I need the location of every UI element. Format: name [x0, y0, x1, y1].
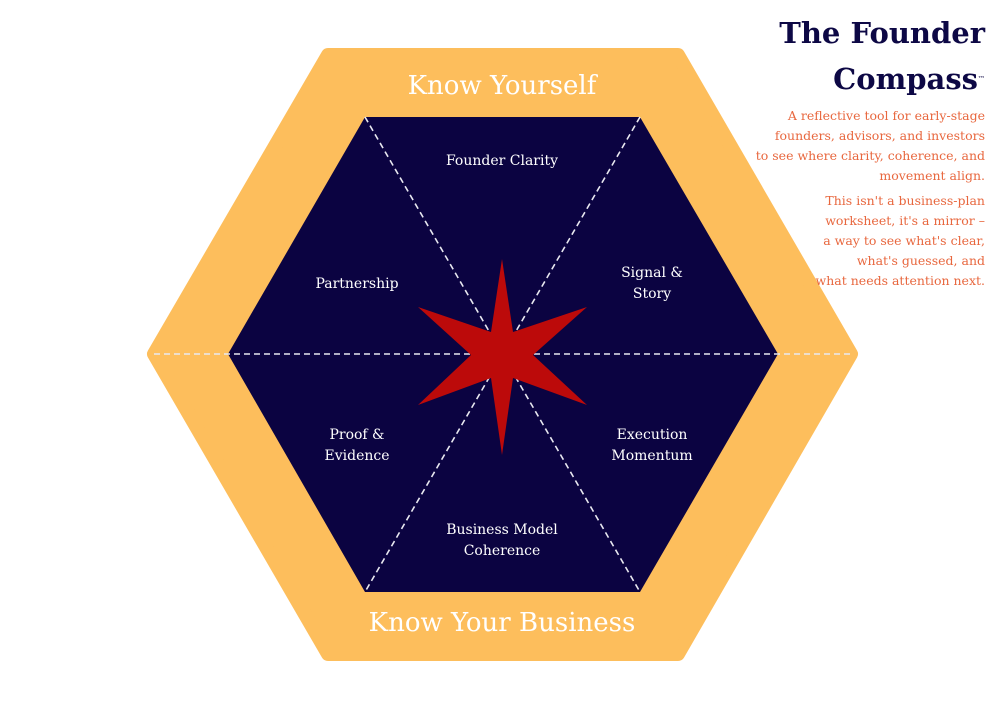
segment-business-model-line2: Coherence	[464, 543, 541, 559]
segment-founder-clarity: Founder Clarity	[446, 153, 558, 169]
page-title: The Founder Compass™	[779, 10, 985, 102]
desc-line: This isn't a business-plan	[825, 193, 985, 208]
segment-execution-momentum: Execution	[617, 427, 688, 443]
segment-signal-story-line2: Story	[633, 286, 671, 302]
desc-line: movement align.	[879, 168, 985, 183]
desc-line: a way to see what's clear,	[823, 233, 985, 248]
compass-star-icon	[418, 259, 587, 455]
know-your-business-label: Know Your Business	[369, 608, 636, 638]
know-yourself-label: Know Yourself	[408, 71, 599, 101]
desc-line: worksheet, it's a mirror –	[825, 213, 985, 228]
description-intro: A reflective tool for early-stage founde…	[756, 106, 985, 186]
desc-line: to see where clarity, coherence, and	[755, 148, 985, 163]
desc-line: what needs attention next.	[815, 273, 985, 288]
desc-line: founders, advisors, and investors	[774, 128, 985, 143]
segment-proof-evidence-line2: Evidence	[325, 448, 390, 464]
segment-execution-momentum-line2: Momentum	[611, 448, 692, 464]
segment-partnership: Partnership	[315, 276, 398, 292]
title-line2: Compass	[833, 62, 978, 96]
trademark: ™	[978, 75, 985, 83]
segment-business-model: Business Model	[446, 522, 558, 538]
title-line1: The Founder	[779, 16, 985, 50]
desc-line: what's guessed, and	[856, 253, 985, 268]
description-mirror: This isn't a business-plan worksheet, it…	[816, 191, 985, 291]
segment-signal-story: Signal &	[621, 265, 683, 281]
desc-line: A reflective tool for early-stage	[787, 108, 985, 123]
segment-proof-evidence: Proof &	[329, 427, 384, 443]
